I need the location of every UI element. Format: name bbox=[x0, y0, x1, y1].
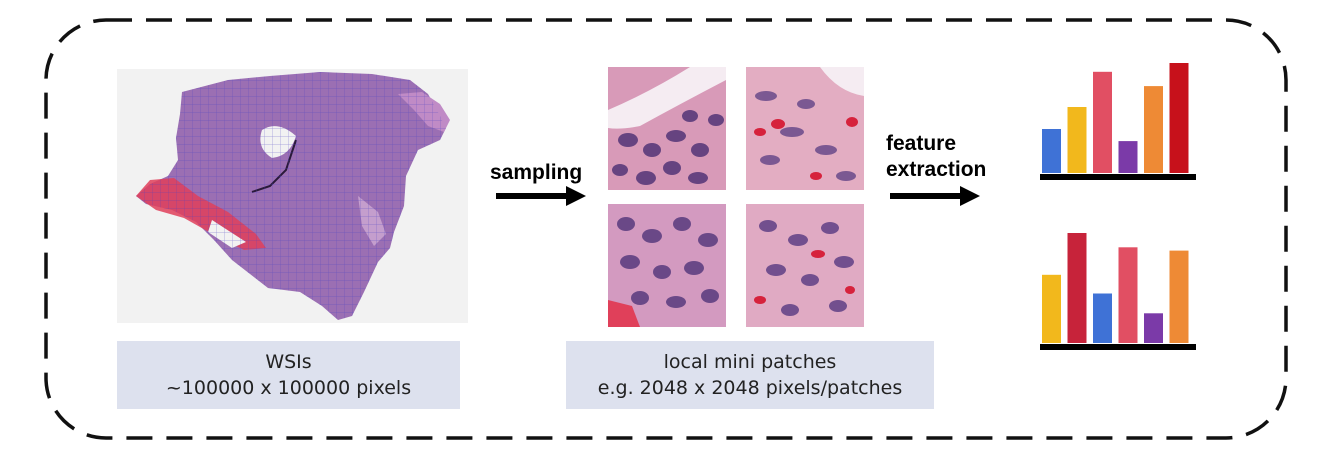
histogram-bar bbox=[1144, 86, 1163, 173]
feature-label-line2: extraction bbox=[886, 158, 987, 181]
patch-caption-title: local mini patches bbox=[663, 351, 837, 373]
feature-histogram bbox=[1040, 63, 1196, 180]
histogram-bar bbox=[1118, 247, 1138, 343]
feature-histogram bbox=[1040, 233, 1196, 350]
histogram-bar bbox=[1144, 313, 1163, 343]
sampling-label: sampling bbox=[490, 161, 583, 184]
wsi-caption-size: ~100000 x 100000 pixels bbox=[165, 377, 412, 399]
patch-image bbox=[608, 204, 726, 327]
dashed-frame bbox=[44, 18, 1288, 440]
histogram-bar bbox=[1093, 293, 1112, 343]
patch-image bbox=[746, 67, 864, 190]
feature-extraction-arrow bbox=[890, 186, 980, 206]
patch-image bbox=[608, 67, 726, 190]
patch-caption: local mini patches e.g. 2048 x 2048 pixe… bbox=[566, 341, 934, 409]
wsi-caption: WSIs ~100000 x 100000 pixels bbox=[117, 341, 460, 409]
feature-extraction-label: feature extraction bbox=[886, 131, 986, 183]
histogram-bar bbox=[1067, 233, 1087, 343]
histogram-bar bbox=[1067, 107, 1087, 173]
feature-label-line1: feature bbox=[886, 132, 957, 155]
feature-histograms bbox=[1040, 63, 1196, 350]
histogram-bar bbox=[1169, 63, 1189, 173]
wsi-slide-image bbox=[117, 69, 468, 323]
histogram-bar bbox=[1042, 129, 1061, 173]
patch-image bbox=[746, 204, 864, 327]
histogram-baseline bbox=[1040, 344, 1196, 350]
histogram-bar bbox=[1093, 71, 1112, 173]
histogram-bar bbox=[1169, 250, 1189, 343]
sampling-arrow bbox=[496, 186, 586, 206]
wsi-grid-overlay bbox=[136, 72, 446, 320]
patch-grid bbox=[608, 67, 864, 327]
histogram-bar bbox=[1042, 274, 1061, 343]
histogram-bar bbox=[1118, 141, 1138, 173]
patch-caption-size: e.g. 2048 x 2048 pixels/patches bbox=[597, 377, 903, 399]
histogram-baseline bbox=[1040, 174, 1196, 180]
wsi-caption-title: WSIs bbox=[265, 351, 312, 373]
